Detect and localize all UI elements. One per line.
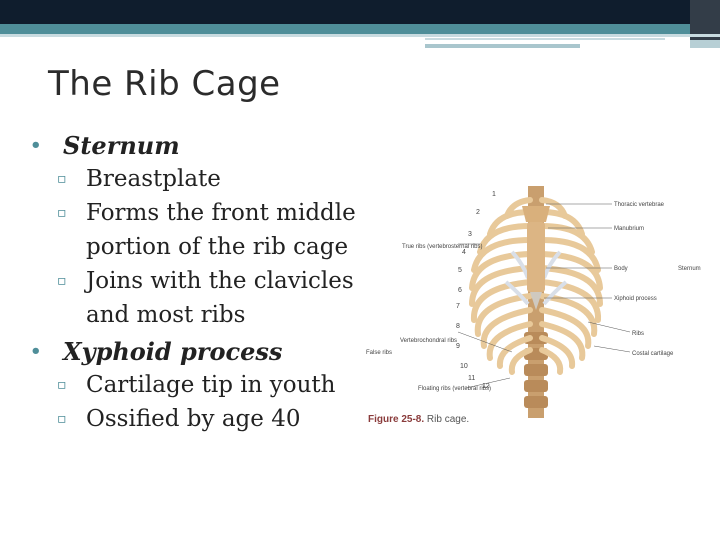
bullet-label: Sternum: [63, 131, 180, 160]
label-false-ribs: False ribs: [366, 350, 392, 356]
slide-title: The Rib Cage: [48, 64, 281, 104]
header-corner-block: [690, 0, 720, 40]
rib-cage-illustration: Thoracic vertebrae Manubrium Body Sternu…: [366, 186, 701, 418]
rib-number: 10: [460, 363, 468, 370]
sub-bullet-text: Breastplate: [86, 166, 221, 192]
rib-number: 11: [468, 375, 475, 382]
rib-number: 1: [492, 191, 496, 198]
sub-bullet: ▫ Forms the front middle portion of the r…: [30, 196, 380, 264]
label-true-ribs: True ribs (vertebrosternal ribs): [402, 244, 482, 250]
rib-number: 2: [476, 209, 480, 216]
sub-bullet: ▫ Joins with the clavicles and most ribs: [30, 264, 380, 332]
sub-bullet: ▫ Breastplate: [30, 162, 380, 196]
rib-number: 3: [468, 231, 472, 238]
label-lines: [457, 203, 631, 389]
label-floating: Floating ribs (vertebral ribs): [418, 386, 491, 392]
sternum: [522, 206, 550, 310]
bullet-list: • Sternum ▫ Breastplate ▫ Forms the front …: [30, 128, 380, 436]
sub-bullet-glyph: ▫: [57, 273, 67, 289]
sub-bullet-text: Joins with the clavicles and most ribs: [86, 268, 354, 328]
header-bar-teal: [0, 24, 690, 34]
costal-cartilage: [504, 250, 568, 306]
sub-bullet-glyph: ▫: [57, 411, 67, 427]
rib-number: 8: [456, 323, 460, 330]
label-vertebrochondral: Vertebrochondral ribs: [400, 338, 457, 344]
rib-number: 7: [456, 303, 460, 310]
caption-number: Figure 25-8.: [368, 414, 425, 425]
caption-text: Rib cage.: [426, 414, 470, 425]
rib-number: 5: [458, 267, 462, 274]
ribs-left: [469, 197, 533, 375]
sub-bullet-text: Ossified by age 40: [86, 406, 301, 432]
rib-number: 6: [458, 287, 462, 294]
bullet-dot: •: [30, 341, 42, 362]
label-xiphoid: Xiphoid process: [614, 296, 657, 302]
sub-bullet-text: Cartilage tip in youth: [86, 372, 336, 398]
figure-caption: Figure 25-8. Rib cage.: [368, 414, 469, 425]
bullet-label: Xyphoid process: [63, 337, 283, 366]
sub-bullet-glyph: ▫: [57, 205, 67, 221]
label-thoracic: Thoracic vertebrae: [614, 202, 665, 208]
header-line-thin: [425, 38, 665, 40]
sub-bullet-text: Forms the front middle portion of the ri…: [86, 200, 356, 260]
bullet-sternum: • Sternum: [30, 130, 380, 162]
label-sternum: Sternum: [678, 266, 701, 272]
sub-bullet-glyph: ▫: [57, 171, 67, 187]
ribs-right: [539, 197, 603, 375]
header-bar-dark: [0, 0, 720, 24]
bullet-xyphoid: • Xyphoid process: [30, 336, 380, 368]
header-corner-light: [690, 40, 720, 48]
sub-bullet: ▫ Ossified by age 40: [30, 402, 380, 436]
sub-bullet-glyph: ▫: [57, 377, 67, 393]
bullet-dot: •: [30, 135, 42, 156]
rib-number: 4: [462, 249, 466, 256]
label-costal: Costal cartilage: [632, 351, 674, 357]
sub-bullet: ▫ Cartilage tip in youth: [30, 368, 380, 402]
label-ribs: Ribs: [632, 331, 644, 337]
header-line-light: [0, 34, 720, 37]
label-manubrium: Manubrium: [614, 226, 644, 232]
rib-number: 12: [482, 383, 490, 390]
rib-number: 9: [456, 343, 460, 350]
label-body: Body: [614, 266, 628, 272]
header-line-short: [425, 44, 580, 48]
